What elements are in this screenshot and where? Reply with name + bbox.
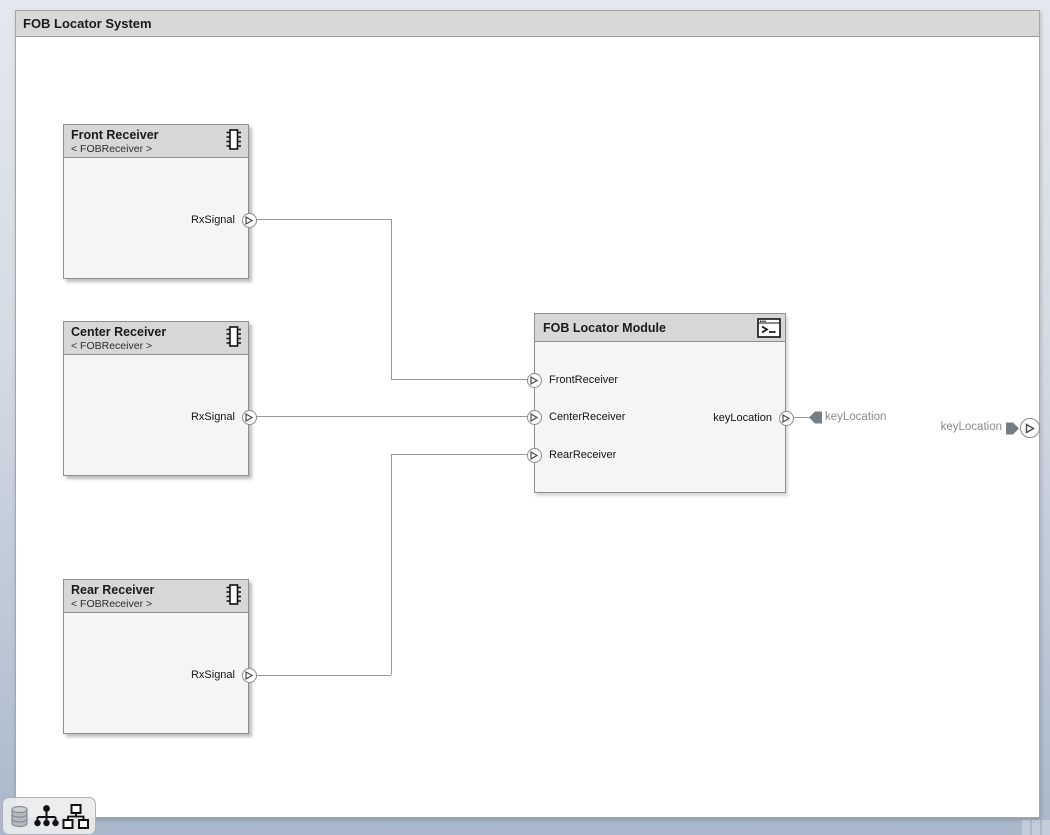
connector-rear-rxsignal[interactable] (391, 454, 392, 675)
input-port-frontreceiver[interactable] (526, 372, 542, 388)
port-label-rxsignal: RxSignal (190, 214, 235, 226)
connector-rear-rxsignal[interactable] (256, 675, 391, 676)
component-center-receiver[interactable]: Center Receiver < FOBReceiver > RxSignal (63, 321, 257, 476)
component-header: Rear Receiver < FOBReceiver > (64, 580, 248, 613)
component-stereotype: < FOBReceiver > (71, 598, 153, 610)
signal-tag-arrow-icon[interactable] (809, 411, 822, 424)
connector-rear-rxsignal[interactable] (391, 454, 527, 455)
component-header: Center Receiver < FOBReceiver > (64, 322, 248, 355)
boundary-output-port[interactable] (1020, 418, 1040, 438)
corner-grip-bar[interactable] (1042, 820, 1050, 835)
component-title: Front Receiver (71, 128, 159, 142)
port-label-rxsignal: RxSignal (190, 411, 235, 423)
output-port-rxsignal[interactable] (241, 667, 257, 683)
output-port-rxsignal[interactable] (241, 212, 257, 228)
component-stereotype: < FOBReceiver > (71, 143, 153, 155)
diagram-view-badge[interactable] (2, 797, 96, 835)
database-icon[interactable] (9, 805, 30, 828)
connector-front-rxsignal[interactable] (391, 219, 392, 379)
chip-icon (224, 325, 243, 348)
port-label-rearreceiver: RearReceiver (549, 449, 617, 461)
boundary-arrow-icon[interactable] (1006, 422, 1019, 435)
component-header: Front Receiver < FOBReceiver > (64, 125, 248, 158)
port-label-centerreceiver: CenterReceiver (549, 411, 626, 423)
component-header: FOB Locator Module (535, 314, 785, 342)
boundary-port-label[interactable]: keyLocation (940, 421, 1002, 433)
component-front-receiver[interactable]: Front Receiver < FOBReceiver > RxSignal (63, 124, 257, 279)
port-label-rxsignal: RxSignal (190, 669, 235, 681)
corner-grip-bar[interactable] (1022, 820, 1030, 835)
diagram-canvas[interactable]: FOB Locator System Front Receiver < FOBR… (15, 10, 1040, 818)
component-stereotype: < FOBReceiver > (71, 340, 153, 352)
port-label-frontreceiver: FrontReceiver (549, 374, 619, 386)
tree-outline-icon[interactable] (62, 803, 89, 830)
connector-center-rxsignal[interactable] (256, 416, 527, 417)
system-title-bar: FOB Locator System (16, 11, 1039, 37)
component-rear-receiver[interactable]: Rear Receiver < FOBReceiver > RxSignal (63, 579, 257, 734)
output-port-rxsignal[interactable] (241, 409, 257, 425)
output-port-keylocation[interactable] (778, 410, 794, 426)
input-port-rearreceiver[interactable] (526, 447, 542, 463)
corner-grip-bar[interactable] (1032, 820, 1040, 835)
component-title: FOB Locator Module (543, 321, 666, 335)
chip-icon (224, 128, 243, 151)
component-title: Rear Receiver (71, 583, 155, 597)
tree-filled-icon[interactable] (33, 804, 60, 828)
connector-front-rxsignal[interactable] (391, 379, 527, 380)
chip-icon (224, 583, 243, 606)
component-title: Center Receiver (71, 325, 167, 339)
terminal-icon (757, 318, 781, 338)
signal-tag-label[interactable]: keyLocation (825, 411, 887, 423)
component-fob-locator-module[interactable]: FOB Locator Module FrontReceiver CenterR… (526, 313, 794, 493)
connector-keylocation[interactable] (793, 417, 809, 418)
connector-front-rxsignal[interactable] (256, 219, 391, 220)
input-port-centerreceiver[interactable] (526, 409, 542, 425)
port-label-keylocation: keyLocation (713, 412, 772, 424)
